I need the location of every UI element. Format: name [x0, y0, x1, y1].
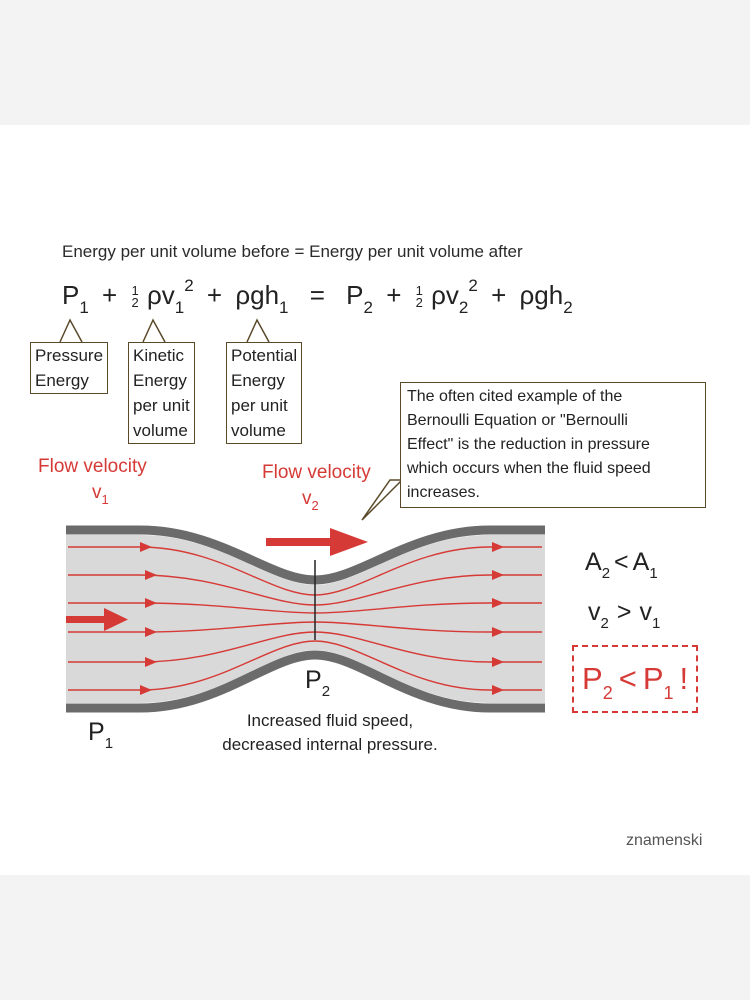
eq-plus-4: + — [491, 280, 507, 310]
artist-watermark: znamenski — [626, 832, 703, 849]
bottom-band — [0, 875, 750, 1000]
velocity-relation: v2>v1 — [588, 598, 661, 632]
callout-tail — [361, 479, 404, 521]
arrowhead — [492, 598, 504, 608]
p2-label: P2 — [305, 666, 331, 700]
area-relation: A2<A1 — [585, 548, 658, 582]
flow-velocity-1-label: Flow velocity v1 — [38, 456, 147, 507]
eq-plus-3: + — [386, 280, 402, 310]
v2-arrow-head — [330, 528, 368, 556]
flow-velocity-2-label: Flow velocity v2 — [262, 462, 371, 513]
pressure-pointer — [59, 318, 83, 343]
arrowhead — [492, 570, 504, 580]
eq-p2: P2 — [346, 280, 373, 317]
streamline-arrowheads — [140, 542, 504, 695]
arrowhead — [145, 657, 157, 667]
arrowhead — [145, 627, 157, 637]
tube-caption: Increased fluid speed,decreased internal… — [222, 711, 438, 754]
kinetic-pointer — [142, 318, 166, 343]
eq-potential-2: ρgh2 — [519, 280, 573, 317]
arrowhead — [140, 542, 152, 552]
eq-potential-1: ρgh1 — [235, 280, 289, 317]
arrowhead — [492, 685, 504, 695]
eq-p1: P1 — [62, 280, 89, 317]
potential-pointer — [246, 318, 270, 343]
arrowhead — [145, 570, 157, 580]
eq-equals: = — [309, 280, 325, 310]
p1-label: P1 — [88, 718, 114, 752]
arrowhead — [492, 627, 504, 637]
diagram-heading: Energy per unit volume before = Energy p… — [62, 242, 523, 261]
arrowhead — [145, 598, 157, 608]
top-band — [0, 0, 750, 125]
streamline — [68, 640, 542, 691]
pressure-relation: P2<P1! — [572, 645, 699, 713]
v2-arrow-shaft — [266, 538, 332, 546]
arrowhead — [492, 542, 504, 552]
tube-bottom-wall — [66, 650, 545, 713]
eq-plus-1: + — [102, 280, 118, 310]
arrowhead — [492, 657, 504, 667]
arrowhead — [140, 685, 152, 695]
eq-plus-2: + — [206, 280, 223, 310]
inlet-arrow-head — [104, 608, 128, 631]
tube-fluid — [66, 535, 545, 703]
eq-kinetic-2: ρv22 — [431, 276, 478, 317]
inlet-arrow-shaft — [66, 616, 106, 623]
eq-kinetic-1: ρv12 — [146, 276, 194, 317]
